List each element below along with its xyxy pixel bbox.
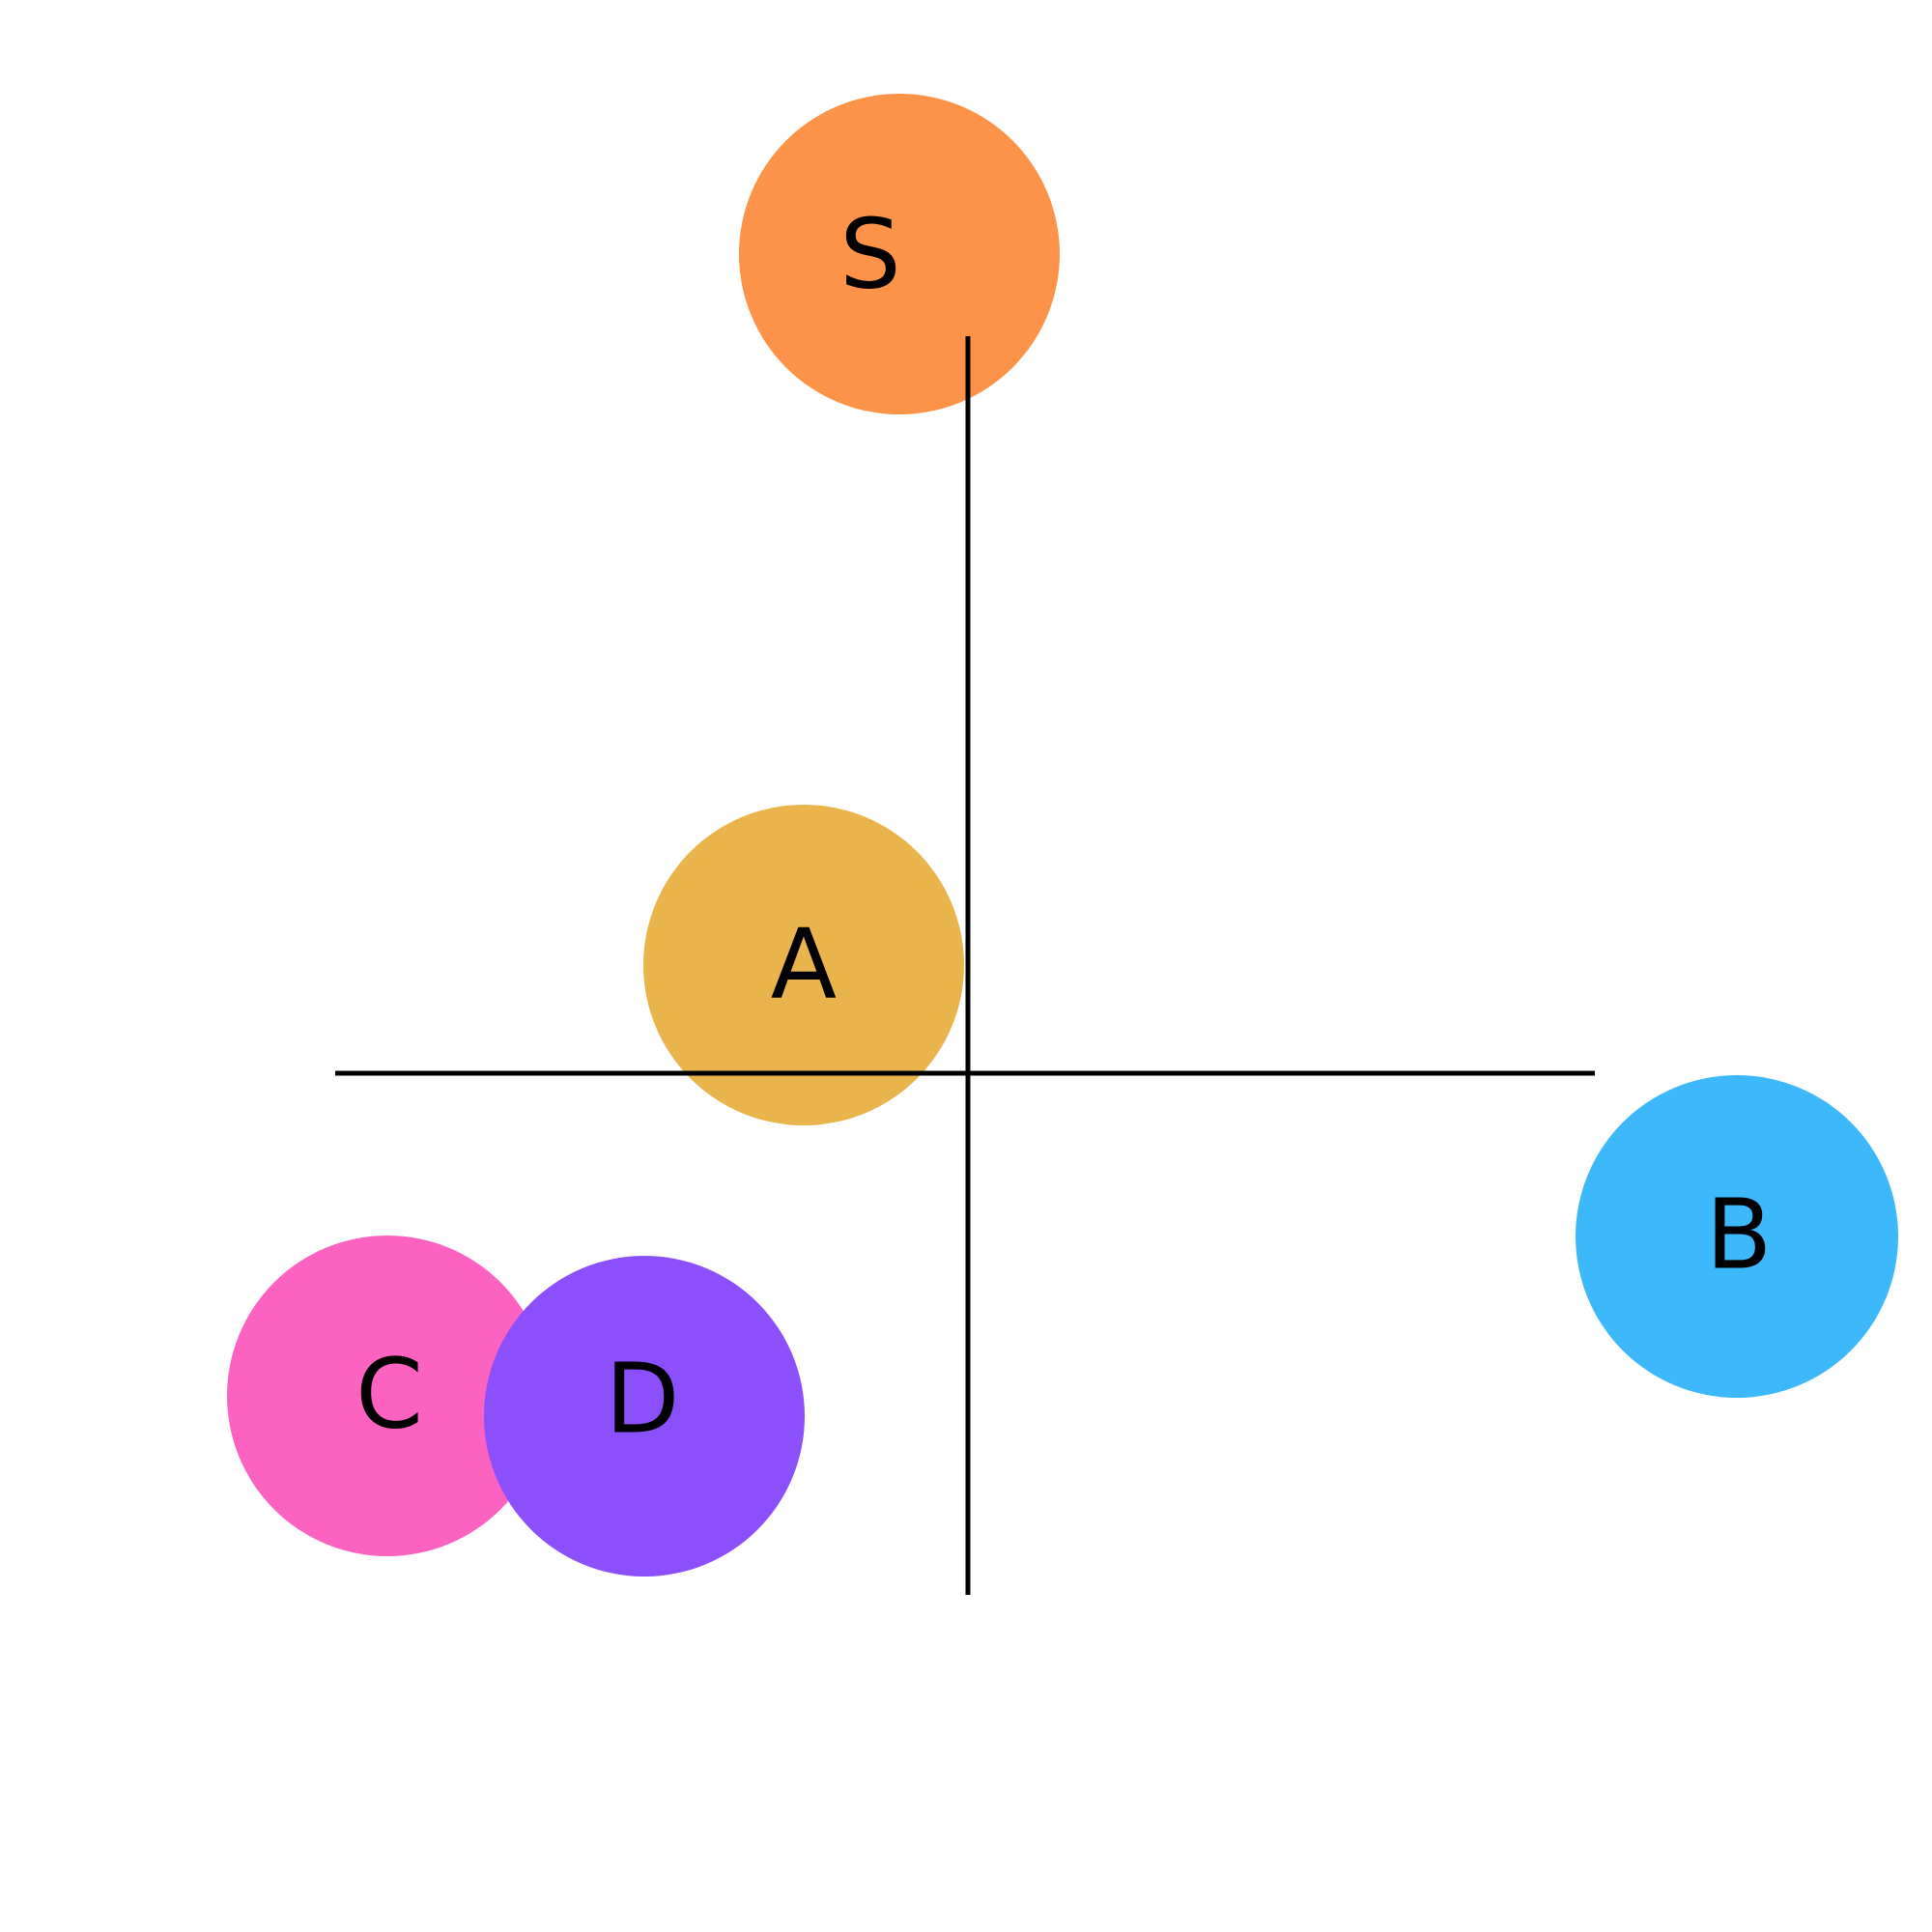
node-label-S: S [839, 197, 900, 310]
node-circle-C[interactable] [227, 1236, 548, 1556]
node-label-B: B [1706, 1178, 1773, 1291]
node-B[interactable]: B [1576, 1075, 1898, 1398]
node-circle-B[interactable] [1576, 1075, 1898, 1398]
node-label-C: C [355, 1337, 423, 1450]
node-S[interactable]: S [739, 94, 1060, 414]
node-circle-A[interactable] [643, 805, 964, 1125]
node-label-A: A [771, 907, 837, 1020]
node-C[interactable]: C [227, 1236, 548, 1556]
node-circle-D[interactable] [484, 1256, 805, 1577]
node-circle-S[interactable] [739, 94, 1060, 414]
node-D[interactable]: D [484, 1256, 805, 1577]
node-A[interactable]: A [643, 805, 964, 1125]
node-label-D: D [605, 1342, 679, 1455]
